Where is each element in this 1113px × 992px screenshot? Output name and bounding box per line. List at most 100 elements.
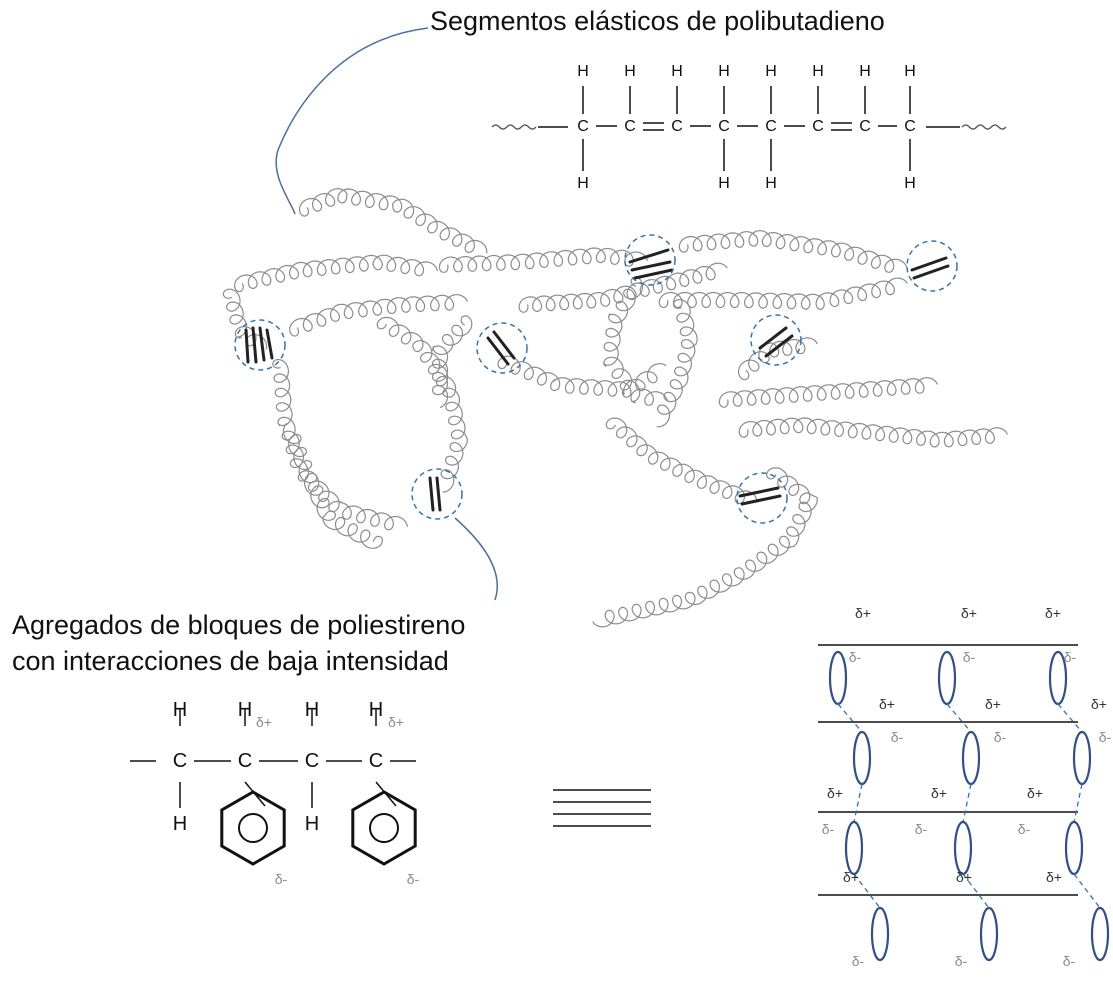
coil-chain-18 [282,422,384,549]
block-stroke [740,494,782,506]
coil-chain-3 [678,230,908,273]
dipole-interaction [1073,783,1083,823]
partial-negative-charge: δ- [822,821,835,837]
hydrogen-atom: H [718,63,730,80]
benzene-ring [220,790,286,866]
block-stroke [910,256,948,272]
partial-positive-charge: δ+ [256,714,272,730]
polymer-coil-network [222,188,1009,628]
dipole-ellipse [852,730,872,786]
hydrogen-atom: H [765,175,777,192]
dipole-interaction [853,873,881,909]
polystyrene-block-4 [906,240,958,292]
hydrogen-atom: H [904,175,916,192]
polystyrene-block-3 [624,234,676,286]
polystyrene-block-5 [750,314,802,366]
block-stroke [912,264,950,280]
block-stroke [258,326,266,362]
block-stroke [251,326,258,364]
hydrogen-atom: H [765,63,777,80]
dashed-circle-highlight [411,468,463,520]
carbon-atom: C [577,118,589,135]
wavy-bond-right [961,124,1007,130]
label-polystyrene-aggregates-line1: Agregados de bloques de poliestireno [12,610,466,640]
coil-chain-10 [497,355,667,398]
aromatic-circle [238,813,268,843]
block-stroke [265,328,274,360]
coil-chain-4 [233,254,438,293]
dipole-ellipse [870,906,890,962]
partial-negative-charge: δ- [963,649,976,665]
dipole-ellipse [1072,730,1092,786]
aromatic-circle [369,813,399,843]
block-stroke [630,260,672,272]
dashed-circle-highlight [624,234,676,286]
dipole-ellipse [937,650,957,706]
hydrogen-atom: H [173,813,187,835]
block-stroke [435,476,442,512]
partial-negative-charge: δ- [852,953,865,969]
dipole-interaction [853,783,863,823]
partial-negative-charge: δ- [1063,953,1076,969]
dipole-ellipse [1090,906,1110,962]
block-stroke [244,328,250,364]
stacked-layers: δ+δ+δ+δ+δ+δ+δ+δ+δ+δ+δ+δ+δ-δ-δ-δ-δ-δ-δ-δ-… [818,605,1112,969]
dashed-circle-highlight [736,472,788,524]
carbon-atom: C [369,750,383,772]
partial-negative-charge: δ- [1099,729,1112,745]
block-stroke [486,336,510,366]
partial-negative-charge: δ- [1018,821,1031,837]
partial-positive-charge: δ+ [1091,696,1107,712]
hydrogen-atom: H [718,175,730,192]
block-stroke [492,330,516,360]
hydrogen-atom: H [812,63,824,80]
carbon-atom: C [624,118,636,135]
block-stroke [628,248,670,264]
hydrogen-atom: H [577,175,589,192]
coil-chain-6 [518,262,728,313]
carbon-atom: C [812,118,824,135]
partial-positive-charge: δ+ [931,785,947,801]
hydrogen-atom: H [904,63,916,80]
dipole-ellipse [844,820,864,876]
hydrogen-atom: H [577,63,589,80]
dashed-circle-highlight [234,319,286,371]
carbon-atom: C [718,118,730,135]
polystyrene-block-2 [476,322,528,374]
benzene-ring [351,790,417,866]
partial-positive-charge: δ+ [855,605,871,621]
partial-positive-charge: δ+ [1045,605,1061,621]
coil-chain-13 [718,377,939,408]
partial-positive-charge: δ+ [1046,869,1062,885]
carbon-atom: C [173,750,187,772]
carbon-atom: C [859,118,871,135]
coil-chain-9 [376,316,469,493]
polystyrene-block-1 [234,319,286,371]
dashed-circle-highlight [906,240,958,292]
partial-negative-charge: δ- [407,871,420,887]
carbon-atom: C [765,118,777,135]
dipole-ellipse [979,906,999,962]
label-polybutadiene-segments: Segmentos elásticos de polibutadieno [430,6,885,36]
partial-positive-charge: δ+ [388,714,404,730]
label-polystyrene-aggregates-line2: con interacciones de baja intensidad [12,646,449,676]
coil-chain-15 [738,417,1009,448]
partial-positive-charge: δ+ [843,869,859,885]
partial-positive-charge: δ+ [956,869,972,885]
block-stroke [764,334,794,358]
partial-positive-charge: δ+ [879,696,895,712]
coil-chain-11 [602,276,668,406]
coil-chain-8 [272,358,408,531]
equivalence-sign [553,789,651,827]
partial-negative-charge: δ- [955,953,968,969]
polystyrene-block-6 [411,468,463,520]
partial-negative-charge: δ- [1064,649,1077,665]
dipole-interaction [962,873,990,909]
coil-chain-16 [592,467,818,628]
partial-positive-charge: δ+ [1027,785,1043,801]
hydrogen-atom: H [671,63,683,80]
